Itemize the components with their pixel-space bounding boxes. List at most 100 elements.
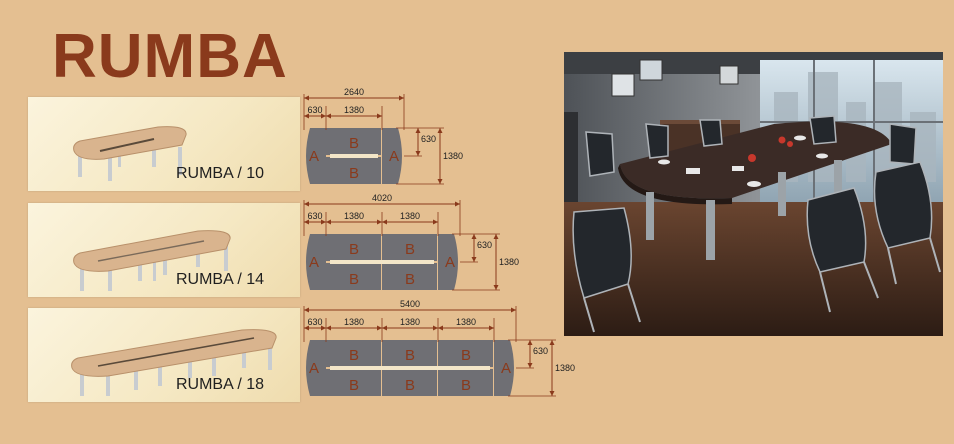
arrowhead <box>433 219 438 225</box>
module-letter: B <box>349 165 359 182</box>
arrowhead <box>415 128 421 133</box>
arrowhead <box>527 363 533 368</box>
arrowhead <box>471 257 477 262</box>
table-module-segment <box>326 157 381 184</box>
end-length-label: 630 <box>307 105 322 115</box>
table-end-segment <box>438 234 458 290</box>
arrowhead <box>433 325 438 331</box>
model-label: RUMBA / 18 <box>175 376 264 393</box>
arrowhead <box>377 219 382 225</box>
arrowhead <box>304 325 309 331</box>
arrowhead <box>382 325 387 331</box>
end-letter: A <box>309 254 319 271</box>
table-end-segment <box>382 128 402 184</box>
table-module-segment <box>438 340 493 367</box>
arrowhead <box>382 219 387 225</box>
module-length-label: 1380 <box>344 105 364 115</box>
end-length-label: 630 <box>307 211 322 221</box>
brand-title: RUMBA <box>52 22 288 91</box>
table-module-segment <box>382 340 437 367</box>
table-module-segment <box>326 263 381 290</box>
table-module-segment <box>382 369 437 396</box>
arrowhead <box>493 285 499 290</box>
module-letter: B <box>349 271 359 288</box>
overall-length-label: 2640 <box>344 87 364 97</box>
table-end-segment <box>306 128 326 184</box>
arrowhead <box>321 219 326 225</box>
module-letter: B <box>461 347 471 364</box>
arrowhead <box>527 340 533 345</box>
cable-channel <box>330 366 490 370</box>
arrowhead <box>455 201 460 207</box>
width-label: 1380 <box>443 151 463 161</box>
arrowhead <box>399 95 404 101</box>
arrowhead <box>304 95 309 101</box>
arrowhead <box>326 325 331 331</box>
module-letter: B <box>349 377 359 394</box>
half-width-label: 630 <box>533 346 548 356</box>
arrowhead <box>321 325 326 331</box>
module-letter: B <box>461 377 471 394</box>
table-end-segment <box>306 340 326 396</box>
table-end-segment <box>306 234 326 290</box>
cable-channel <box>330 154 378 158</box>
product-card-rumba-18: RUMBA / 18 <box>28 308 300 402</box>
arrowhead <box>437 128 443 133</box>
arrowhead <box>321 113 326 119</box>
module-length-label: 1380 <box>400 211 420 221</box>
table-module-segment <box>438 369 493 396</box>
table-render-rumba-14 <box>73 230 231 291</box>
arrowhead <box>326 219 331 225</box>
arrowhead <box>438 325 443 331</box>
arrowhead <box>493 234 499 239</box>
arrowhead <box>326 113 331 119</box>
end-letter: A <box>445 254 455 271</box>
module-letter: B <box>405 347 415 364</box>
table-module-segment <box>326 340 381 367</box>
arrowhead <box>304 219 309 225</box>
model-label: RUMBA / 10 <box>175 165 264 182</box>
module-length-label: 1380 <box>456 317 476 327</box>
conference-room-photo <box>564 52 943 336</box>
width-label: 1380 <box>499 257 519 267</box>
arrowhead <box>437 179 443 184</box>
arrowhead <box>511 307 516 313</box>
cable-channel <box>330 260 434 264</box>
module-letter: B <box>349 135 359 152</box>
module-length-label: 1380 <box>344 317 364 327</box>
half-width-label: 630 <box>477 240 492 250</box>
module-letter: B <box>405 241 415 258</box>
product-card-rumba-10: RUMBA / 10 <box>28 97 300 191</box>
table-module-segment <box>326 234 381 261</box>
arrowhead <box>549 391 555 396</box>
dimension-diagram-rumba-10: BB A A 2640 630 1380 630 1380 <box>303 87 463 185</box>
module-length-label: 1380 <box>400 317 420 327</box>
table-module-segment <box>326 128 381 155</box>
table-end-segment <box>494 340 514 396</box>
half-width-label: 630 <box>421 134 436 144</box>
model-label: RUMBA / 14 <box>175 271 264 288</box>
table-module-segment <box>382 263 437 290</box>
module-length-label: 1380 <box>344 211 364 221</box>
arrowhead <box>489 325 494 331</box>
arrowhead <box>304 307 309 313</box>
end-length-label: 630 <box>307 317 322 327</box>
arrowhead <box>377 113 382 119</box>
product-card-rumba-14: RUMBA / 14 <box>28 203 300 297</box>
end-letter: A <box>389 148 399 165</box>
overall-length-label: 4020 <box>372 193 392 203</box>
table-render-rumba-10 <box>73 126 187 181</box>
end-letter: A <box>501 360 511 377</box>
table-module-segment <box>382 234 437 261</box>
module-letter: B <box>405 377 415 394</box>
end-letter: A <box>309 148 319 165</box>
table-render-rumba-18 <box>71 329 277 396</box>
diagram-group: BB A A 2640 630 1380 630 1380 <box>303 87 463 185</box>
arrowhead <box>415 151 421 156</box>
arrowhead <box>471 234 477 239</box>
arrowhead <box>549 340 555 345</box>
table-module-segment <box>326 369 381 396</box>
module-letter: B <box>349 241 359 258</box>
